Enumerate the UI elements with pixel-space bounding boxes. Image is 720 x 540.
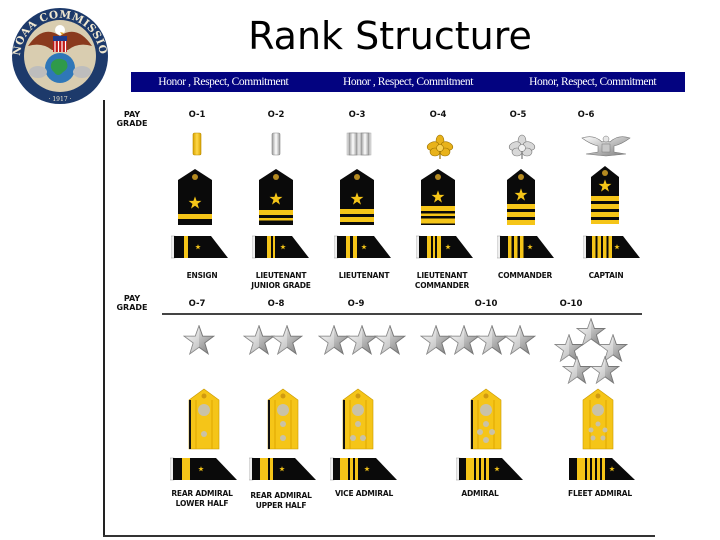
rank-name-line: REAR ADMIRAL [250, 491, 312, 500]
rank-name-line: ENSIGN [186, 271, 218, 280]
shoulder-board-o1-icon [177, 168, 213, 231]
silver-double-bar-insignia-icon [346, 132, 372, 161]
pay-grade-label: PAY GRADE [112, 294, 152, 312]
rank-name-line: JUNIOR GRADE [251, 281, 311, 290]
grade-o2: O-2 [267, 110, 285, 120]
rank-name-line: REAR ADMIRAL [171, 489, 233, 498]
rank-name-line: COMMANDER [497, 271, 553, 280]
slogan-text: Honor , Respect, Commitment [342, 76, 474, 88]
shoulder-board-o4-icon [420, 168, 456, 231]
sleeve-stripe-o6-icon [582, 235, 641, 264]
slogan-banner: Honor , Respect, Commitment Honor , Resp… [131, 72, 685, 92]
grade-o4: O-4 [429, 110, 447, 120]
grade-o10-fleet-admiral: O-10 [559, 299, 583, 309]
sleeve-stripe-o5-icon [496, 235, 555, 264]
pay-label-line: PAY [123, 110, 141, 119]
pay-label-line: GRADE [116, 303, 148, 312]
rank-name-vice-admiral: VICE ADMIRAL [314, 489, 414, 499]
shoulder-board-o6-icon [590, 165, 620, 230]
shoulder-board-fleet-admiral-icon [582, 388, 614, 455]
shoulder-board-o8-icon [267, 388, 299, 455]
one-star-insignia-icon [183, 325, 217, 362]
silver-oak-leaf-insignia-icon [508, 134, 536, 165]
shoulder-board-o2-icon [258, 168, 294, 231]
silver-bar-insignia-icon [271, 132, 281, 161]
rank-name-admiral: ADMIRAL [430, 489, 530, 499]
row-separator [162, 313, 642, 315]
rank-name-line: LOWER HALF [175, 499, 229, 508]
shoulder-board-o3-icon [339, 168, 375, 231]
grade-o1: O-1 [188, 110, 206, 120]
page-title: Rank Structure [248, 14, 532, 58]
pay-grade-label: PAY GRADE [112, 110, 152, 128]
grade-o10-admiral: O-10 [474, 299, 498, 309]
grade-o9: O-9 [347, 299, 365, 309]
rank-name-line: ADMIRAL [461, 489, 499, 498]
shoulder-board-o9-icon [342, 388, 374, 455]
gold-bar-insignia-icon [192, 132, 202, 161]
rank-name-line: FLEET ADMIRAL [568, 489, 632, 498]
four-star-insignia-icon [420, 325, 538, 362]
rank-name-lieutenant: LIEUTENANT [314, 271, 414, 281]
five-star-insignia-icon [552, 318, 632, 393]
two-star-insignia-icon [243, 325, 305, 362]
rank-name-ensign: ENSIGN [152, 271, 252, 281]
svg-text:· 1917 ·: · 1917 · [49, 96, 72, 103]
grade-o7: O-7 [188, 299, 206, 309]
sleeve-stripe-o8-icon [248, 457, 317, 486]
rank-name-line: VICE ADMIRAL [334, 489, 394, 498]
noaa-commissioned-corps-seal-icon: NOAA COMMISSIONED CORPS · 1917 · [3, 0, 130, 110]
sleeve-stripe-o9-icon [329, 457, 398, 486]
silver-eagle-insignia-icon [580, 132, 632, 163]
grade-o8: O-8 [267, 299, 285, 309]
sleeve-stripe-o7-icon [169, 457, 238, 486]
sleeve-stripe-o1-icon [170, 235, 229, 264]
grade-o6: O-6 [577, 110, 595, 120]
rank-name-line: LIEUTENANT [416, 271, 468, 280]
rank-name-fleet-admiral: FLEET ADMIRAL [550, 489, 650, 499]
sleeve-stripe-o3-icon [333, 235, 392, 264]
shoulder-board-o10-icon [470, 388, 502, 455]
rank-name-line: COMMANDER [414, 281, 470, 290]
rank-name-commander: COMMANDER [475, 271, 575, 281]
pay-label-line: GRADE [116, 119, 148, 128]
grade-o5: O-5 [509, 110, 527, 120]
sleeve-stripe-o2-icon [251, 235, 310, 264]
slogan-text: Honor, Respect, Commitment [529, 76, 657, 88]
chart-frame-bottom [103, 535, 655, 537]
chart-frame-left [103, 100, 105, 537]
rank-name-line: CAPTAIN [588, 271, 624, 280]
rank-name-line: LIEUTENANT [338, 271, 390, 280]
sleeve-stripe-o10-icon [455, 457, 524, 486]
gold-oak-leaf-insignia-icon [426, 134, 454, 165]
shoulder-board-o7-icon [188, 388, 220, 455]
sleeve-stripe-o4-icon [415, 235, 474, 264]
pay-label-line: PAY [123, 294, 141, 303]
rank-name-line: LIEUTENANT [255, 271, 307, 280]
three-star-insignia-icon [318, 325, 408, 362]
grade-o3: O-3 [348, 110, 366, 120]
rank-name-line: UPPER HALF [255, 501, 307, 510]
sleeve-stripe-fleet-admiral-icon [568, 457, 636, 486]
shoulder-board-o5-icon [506, 168, 536, 231]
slogan-text: Honor , Respect, Commitment [158, 76, 289, 88]
rank-name-captain: CAPTAIN [556, 271, 656, 281]
